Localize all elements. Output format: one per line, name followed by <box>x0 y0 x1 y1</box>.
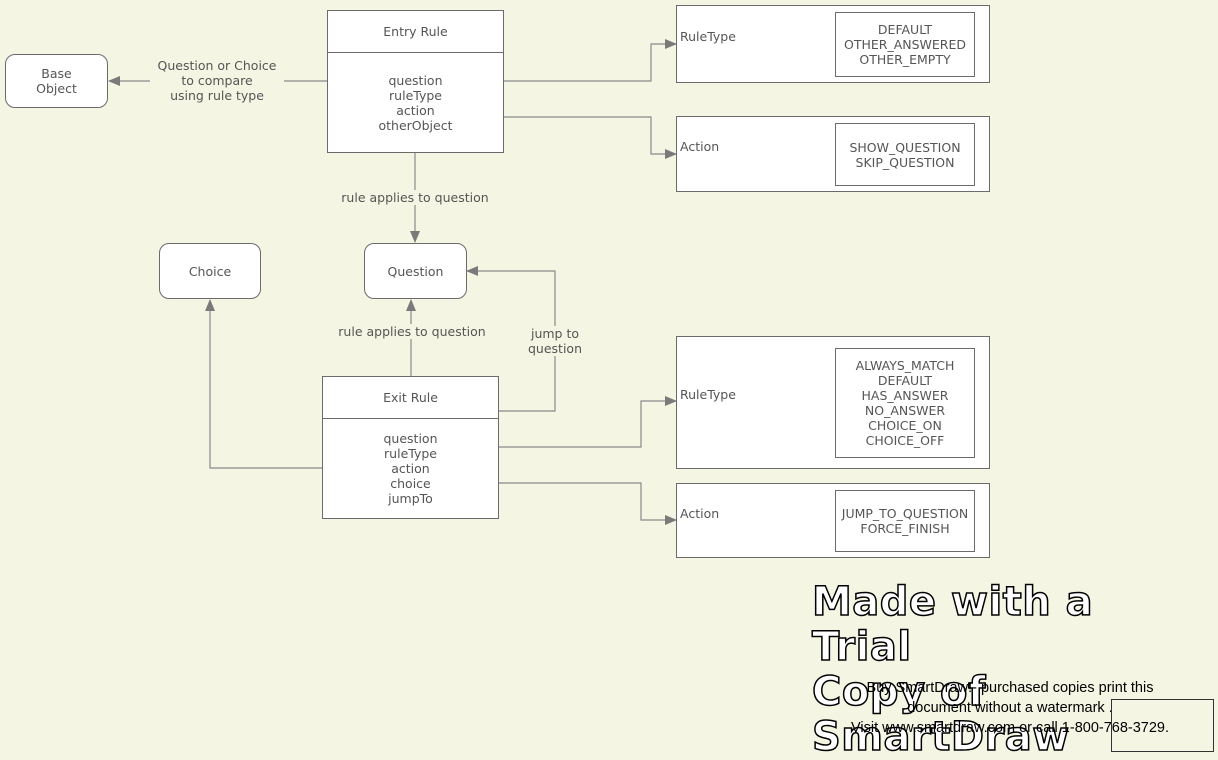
enum-values: JUMP_TO_QUESTION FORCE_FINISH <box>835 490 975 552</box>
enum-value: OTHER_ANSWERED <box>843 37 966 52</box>
enum-value: CHOICE_OFF <box>865 433 945 448</box>
enum-value: FORCE_FINISH <box>860 521 950 536</box>
enum-values: SHOW_QUESTION SKIP_QUESTION <box>835 123 975 186</box>
trial-watermark-title: Made with a Trial Copy of SmartDraw <box>811 579 1192 760</box>
enum-value: OTHER_EMPTY <box>859 52 951 67</box>
enum-value: HAS_ANSWER <box>861 388 949 403</box>
entry-rule-class[interactable]: Entry Rule question ruleType action othe… <box>327 10 504 153</box>
connector-exit-to-choice <box>205 299 322 469</box>
question-node[interactable]: Question <box>364 243 467 299</box>
watermark-note-line: document without a watermark . <box>907 700 1113 716</box>
enum-value: ALWAYS_MATCH <box>855 358 955 373</box>
exit-ruletype-enum[interactable]: RuleType ALWAYS_MATCH DEFAULT HAS_ANSWER… <box>676 336 990 469</box>
field-otherobject: otherObject <box>378 117 453 133</box>
entry-ruletype-enum[interactable]: RuleType DEFAULT OTHER_ANSWERED OTHER_EM… <box>676 5 990 83</box>
enum-value: JUMP_TO_QUESTION <box>841 506 969 521</box>
enum-value: SKIP_QUESTION <box>855 154 955 170</box>
connector-entry-to-action <box>503 116 677 159</box>
compare-edge-label: Question or Choice to compare using rule… <box>150 58 284 103</box>
field-ruletype: ruleType <box>389 87 442 103</box>
exit-rule-title: Exit Rule <box>323 377 498 419</box>
enum-values: DEFAULT OTHER_ANSWERED OTHER_EMPTY <box>835 12 975 77</box>
watermark-title-line: Copy of SmartDraw <box>811 669 1070 760</box>
enum-value: NO_ANSWER <box>864 403 946 418</box>
enum-label: Action <box>680 506 720 521</box>
entry-applies-edge-label: rule applies to question <box>335 190 495 205</box>
watermark-badge-box <box>1111 699 1214 752</box>
exit-rule-fields: question ruleType action choice jumpTo <box>323 419 498 518</box>
jump-to-edge-label: jump to question <box>522 326 588 356</box>
field-jumpto: jumpTo <box>388 491 433 506</box>
enum-values: ALWAYS_MATCH DEFAULT HAS_ANSWER NO_ANSWE… <box>835 348 975 458</box>
watermark-note-line: Visit www.smartdraw.com or call 1-800-76… <box>850 720 1170 736</box>
entry-rule-title: Entry Rule <box>328 11 503 53</box>
enum-value: DEFAULT <box>877 22 933 37</box>
choice-node[interactable]: Choice <box>159 243 261 299</box>
entry-rule-fields: question ruleType action otherObject <box>328 53 503 152</box>
entry-action-enum[interactable]: Action SHOW_QUESTION SKIP_QUESTION <box>676 116 990 192</box>
enum-label: RuleType <box>680 29 736 44</box>
watermark-title-line: Made with a Trial <box>811 579 1094 671</box>
field-choice: choice <box>390 476 431 491</box>
field-question: question <box>383 431 438 446</box>
field-action: action <box>396 102 435 118</box>
field-ruletype: ruleType <box>384 446 437 461</box>
trial-watermark-note: Buy SmartDraw!- purchased copies print t… <box>810 678 1210 738</box>
enum-value: CHOICE_ON <box>868 418 942 433</box>
enum-label: Action <box>680 139 720 154</box>
enum-value: SHOW_QUESTION <box>849 139 961 155</box>
connector-exit-to-ruletype <box>499 396 677 448</box>
base-object-node[interactable]: Base Object <box>5 54 108 108</box>
enum-label: RuleType <box>680 387 736 402</box>
exit-applies-edge-label: rule applies to question <box>332 324 492 339</box>
watermark-note-line: Buy SmartDraw!- purchased copies print t… <box>866 680 1154 696</box>
exit-action-enum[interactable]: Action JUMP_TO_QUESTION FORCE_FINISH <box>676 483 990 558</box>
exit-rule-class[interactable]: Exit Rule question ruleType action choic… <box>322 376 499 519</box>
connector-exit-to-action <box>499 482 677 525</box>
field-action: action <box>391 461 430 476</box>
field-question: question <box>388 72 443 88</box>
enum-value: DEFAULT <box>877 373 933 388</box>
connector-entry-to-ruletype <box>503 39 677 82</box>
